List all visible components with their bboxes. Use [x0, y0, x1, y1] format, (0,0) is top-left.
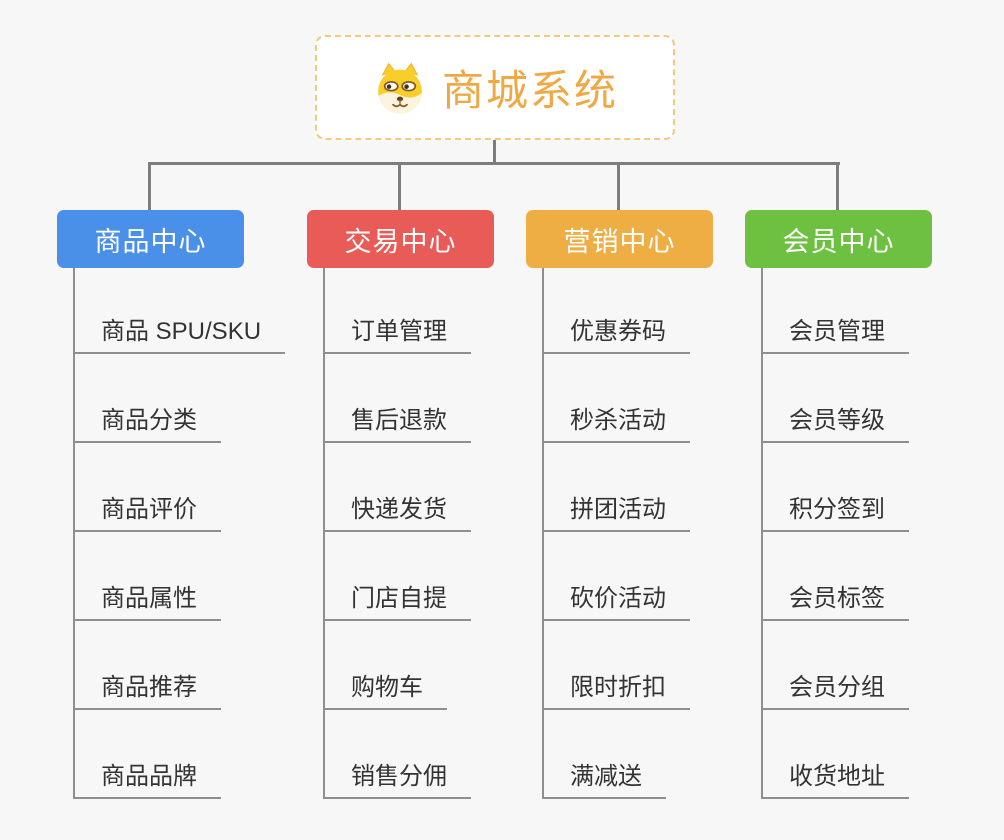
- child-topic[interactable]: 会员标签: [761, 532, 909, 621]
- branch-children-member-center: 会员管理 会员等级 积分签到 会员标签 会员分组 收货地址: [761, 268, 909, 799]
- root-node-mall-system[interactable]: 商城系统: [315, 35, 675, 140]
- child-topic-label: 商品 SPU/SKU: [101, 317, 262, 345]
- branch-node-product-center[interactable]: 商品中心: [57, 210, 244, 268]
- child-topic[interactable]: 商品推荐: [73, 621, 221, 710]
- child-topic[interactable]: 购物车: [323, 621, 447, 710]
- child-topic-label: 商品评价: [101, 495, 197, 523]
- child-topic[interactable]: 限时折扣: [542, 621, 690, 710]
- child-topic[interactable]: 秒杀活动: [542, 354, 690, 443]
- child-topic[interactable]: 商品品牌: [73, 710, 221, 799]
- child-topic[interactable]: 销售分佣: [323, 710, 471, 799]
- branch-node-marketing-center[interactable]: 营销中心: [526, 210, 713, 268]
- child-topic[interactable]: 收货地址: [761, 710, 909, 799]
- child-topic-label: 砍价活动: [570, 584, 666, 612]
- branch-children-product-center: 商品 SPU/SKU 商品分类 商品评价 商品属性 商品推荐 商品品牌: [73, 268, 286, 799]
- child-topic-label: 会员管理: [789, 317, 885, 345]
- child-topic-label: 积分签到: [789, 495, 885, 523]
- connector-horizontal: [148, 162, 840, 165]
- child-topic-label: 购物车: [351, 673, 423, 701]
- dog-face-icon: [378, 62, 422, 113]
- child-topic[interactable]: 商品分类: [73, 354, 221, 443]
- connector-drop-marketing: [617, 162, 620, 210]
- child-topic-label: 商品属性: [101, 584, 197, 612]
- child-topic-label: 售后退款: [351, 406, 447, 434]
- connector-root-stem: [493, 140, 496, 164]
- child-topic-label: 商品品牌: [101, 762, 197, 790]
- child-topic-label: 满减送: [570, 762, 642, 790]
- child-topic-label: 会员分组: [789, 673, 885, 701]
- child-topic[interactable]: 满减送: [542, 710, 666, 799]
- root-node-title: 商城系统: [441, 67, 618, 114]
- child-topic-label: 限时折扣: [570, 673, 666, 701]
- connector-drop-trade: [398, 162, 401, 210]
- child-topic[interactable]: 会员管理: [761, 268, 909, 354]
- child-topic-label: 商品推荐: [101, 673, 197, 701]
- connector-drop-member: [836, 162, 839, 210]
- child-topic-label: 商品分类: [101, 406, 197, 434]
- branch-node-member-center[interactable]: 会员中心: [745, 210, 932, 268]
- child-topic[interactable]: 售后退款: [323, 354, 471, 443]
- child-topic-label: 门店自提: [351, 584, 447, 612]
- child-topic-label: 订单管理: [351, 317, 447, 345]
- child-topic-label: 销售分佣: [351, 762, 447, 790]
- child-topic[interactable]: 优惠券码: [542, 268, 690, 354]
- child-topic-label: 优惠券码: [570, 317, 666, 345]
- branch-children-marketing-center: 优惠券码 秒杀活动 拼团活动 砍价活动 限时折扣 满减送: [542, 268, 690, 799]
- child-topic-label: 会员等级: [789, 406, 885, 434]
- child-topic-label: 快递发货: [351, 495, 447, 523]
- child-topic[interactable]: 商品评价: [73, 443, 221, 532]
- child-topic[interactable]: 订单管理: [323, 268, 471, 354]
- child-topic[interactable]: 积分签到: [761, 443, 909, 532]
- child-topic-label: 收货地址: [789, 762, 885, 790]
- child-topic[interactable]: 会员分组: [761, 621, 909, 710]
- connector-drop-product: [148, 162, 151, 210]
- child-topic-label: 会员标签: [789, 584, 885, 612]
- child-topic[interactable]: 砍价活动: [542, 532, 690, 621]
- child-topic[interactable]: 商品属性: [73, 532, 221, 621]
- child-topic[interactable]: 快递发货: [323, 443, 471, 532]
- child-topic-label: 秒杀活动: [570, 406, 666, 434]
- child-topic-label: 拼团活动: [570, 495, 666, 523]
- child-topic[interactable]: 会员等级: [761, 354, 909, 443]
- child-topic[interactable]: 拼团活动: [542, 443, 690, 532]
- branch-children-trade-center: 订单管理 售后退款 快递发货 门店自提 购物车 销售分佣: [323, 268, 471, 799]
- child-topic[interactable]: 门店自提: [323, 532, 471, 621]
- branch-node-trade-center[interactable]: 交易中心: [307, 210, 494, 268]
- child-topic[interactable]: 商品 SPU/SKU: [73, 268, 286, 354]
